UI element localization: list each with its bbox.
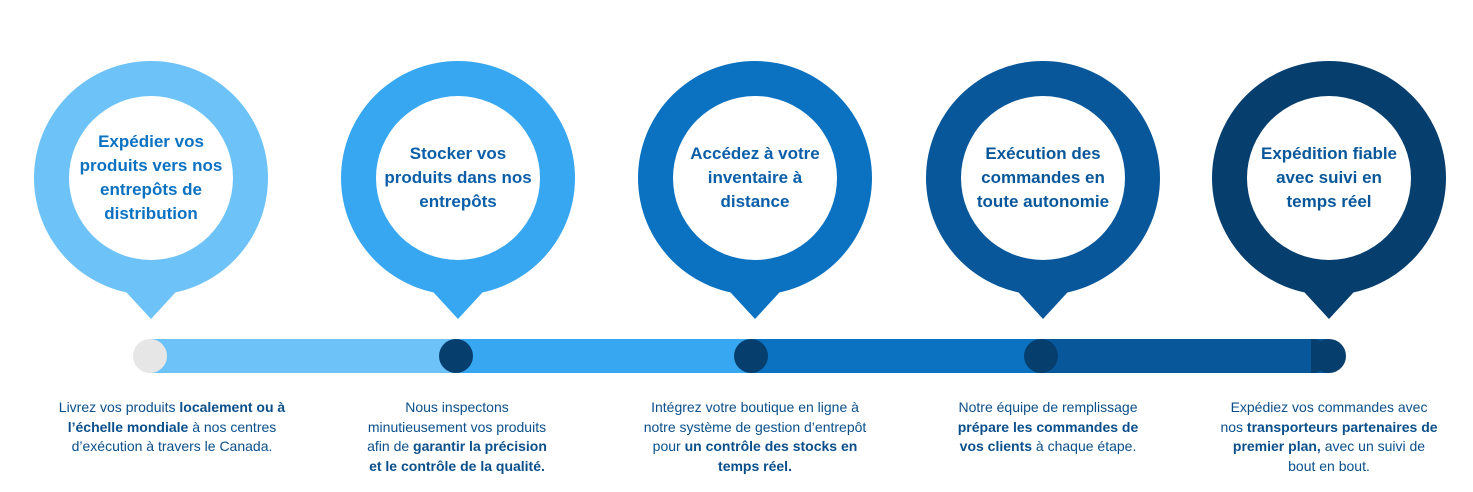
step-3-pin: Accédez à votre inventaire à distance <box>638 61 872 319</box>
step-2-description: Nous inspectons minutieusement vos produ… <box>359 398 555 476</box>
step-5-desc-text: Expédiez vos commandes avec nos <box>1220 399 1428 435</box>
step-3-description: Intégrez votre boutique en ligne à notre… <box>640 398 870 476</box>
map-pin-icon <box>638 61 872 319</box>
step-1-desc-highlight: localement ou à l’échelle mondiale <box>67 399 286 435</box>
step-1-pin: Expédier vos produits vers nos entrepôts… <box>34 61 268 319</box>
step-4-desc-text: à chaque étape. <box>1032 438 1137 454</box>
timeline-dot-2 <box>439 339 473 373</box>
step-2-title: Stocker vos produits dans nos entrepôts <box>384 144 532 211</box>
step-5-desc-highlight: transporteurs partenaires de premier pla… <box>1232 418 1438 455</box>
step-4-desc-text: Notre équipe de remplissage <box>958 399 1138 415</box>
step-2-pin: Stocker vos produits dans nos entrepôts <box>341 61 575 319</box>
map-pin-icon <box>34 61 268 319</box>
step-1-title: Expédier vos produits vers nos entrepôts… <box>79 132 223 223</box>
step-3-desc-text: Intégrez votre boutique en ligne à notre… <box>643 399 867 454</box>
step-5-desc-text: avec un suivi de bout en bout. <box>1288 438 1426 474</box>
step-5-description: Expédiez vos commandes avec nos transpor… <box>1218 398 1440 476</box>
timeline-segment-2 <box>455 339 750 373</box>
step-2-desc-text: Nous inspectons minutieusement vos produ… <box>367 399 547 454</box>
timeline-dot-3 <box>734 339 768 373</box>
step-3-desc-highlight: un contrôle des stocks en temps réel. <box>684 438 858 474</box>
timeline-segment-1 <box>150 339 455 373</box>
timeline-segment-4 <box>1040 339 1329 373</box>
step-5-pin: Expédition fiable avec suivi en temps ré… <box>1212 61 1446 319</box>
map-pin-icon <box>926 61 1160 319</box>
step-4-pin: Exécution des commandes en toute autonom… <box>926 61 1160 319</box>
timeline-bar <box>133 339 1346 373</box>
step-1-desc-text: à nos centres d’exécution à travers le C… <box>71 418 277 455</box>
timeline-dot-5 <box>1312 339 1346 373</box>
step-4-title: Exécution des commandes en toute autonom… <box>976 144 1110 211</box>
step-4-description: Notre équipe de remplissage prépare les … <box>946 398 1150 457</box>
map-pin-icon <box>1212 61 1446 319</box>
timeline-dot-4 <box>1024 339 1058 373</box>
step-2-desc-highlight: garantir la précision et le contrôle de … <box>369 438 547 474</box>
step-1-description: Livrez vos produits localement ou à l’éc… <box>52 398 292 457</box>
step-4-desc-highlight: prépare les commandes de vos clients <box>957 418 1139 455</box>
timeline-segment-3 <box>750 339 1040 373</box>
step-3-title: Accédez à votre inventaire à distance <box>690 144 820 211</box>
step-5-title: Expédition fiable avec suivi en temps ré… <box>1260 144 1398 211</box>
step-1-desc-text: Livrez vos produits <box>58 399 180 415</box>
map-pin-icon <box>341 61 575 319</box>
timeline-dot-1 <box>133 339 167 373</box>
